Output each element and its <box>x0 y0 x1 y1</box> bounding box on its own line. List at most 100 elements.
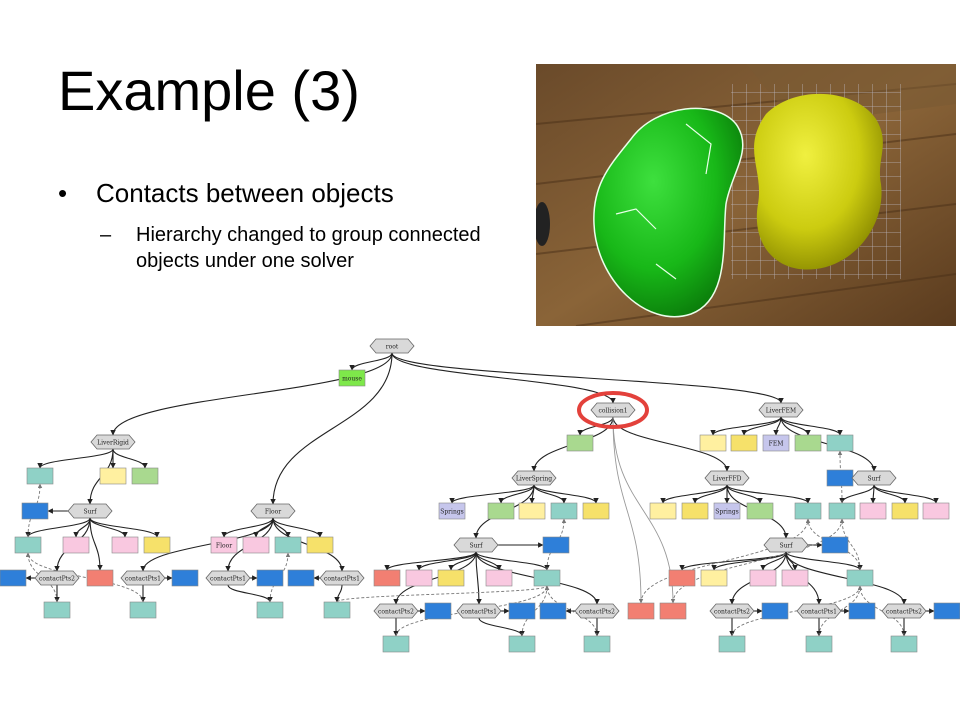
graph-edge <box>227 584 273 603</box>
graph-node-liverrigid: LiverRigid <box>90 434 136 450</box>
graph-node-ls_springs: Springs <box>438 502 466 520</box>
graph-node-lf_s_p2 <box>922 502 950 520</box>
graph-edge <box>110 352 393 436</box>
graph-node-floor: Floor <box>250 503 296 519</box>
graph-node-ff_t4 <box>805 635 833 653</box>
graph-node-label: mouse <box>342 376 362 383</box>
graph-node-ff_c1: contactPts1 <box>796 603 842 619</box>
graph-node-lr_b2 <box>0 569 27 587</box>
graph-node-ff_t <box>794 502 822 520</box>
graph-edge <box>384 551 477 571</box>
graph-node-ff_p2 <box>781 569 809 587</box>
graph-node-label: contactPts1 <box>801 609 837 616</box>
graph-node-liverfem: LiverFEM <box>758 402 804 418</box>
graph-node-lf_s_p <box>859 502 887 520</box>
graph-node-fl_y <box>306 536 334 554</box>
graph-node-label: LiverFEM <box>766 408 796 415</box>
graph-edge <box>25 552 58 603</box>
graph-node-lr_s_y <box>143 536 171 554</box>
graph-node-fl_b3 <box>287 569 315 587</box>
graph-edge <box>672 518 845 604</box>
graph-node-lf_y <box>699 434 727 452</box>
graph-node-label: contactPts2 <box>579 609 615 616</box>
graph-edge <box>37 448 114 469</box>
graph-edge <box>89 517 160 538</box>
graph-node-fl_c1b: contactPts1 <box>205 570 251 586</box>
subbullet-marker: – <box>100 224 112 246</box>
graph-node-fl_lab: Floor <box>210 536 238 554</box>
graph-node-label: contactPts2 <box>39 576 75 583</box>
graph-edge <box>839 518 861 571</box>
graph-edge <box>731 585 863 637</box>
graph-node-lf_s_y <box>891 502 919 520</box>
graph-node-label: LiverSpring <box>516 476 552 483</box>
graph-node-ff_t3 <box>718 635 746 653</box>
graph-node-ls_t4 <box>508 635 536 653</box>
graph-node-lf_fem: FEM <box>762 434 790 452</box>
bullet-list: • Contacts between objects – Hierarchy c… <box>58 178 498 274</box>
graph-node-label: Surf <box>469 543 483 550</box>
graph-node-lr_t <box>26 467 54 485</box>
graph-edge <box>393 551 477 605</box>
graph-node-lr_s_p2 <box>111 536 139 554</box>
graph-node-lf_b <box>826 469 854 487</box>
graph-edge <box>710 416 782 436</box>
graph-edges <box>25 352 939 637</box>
graph-node-label: FEM <box>769 441 784 448</box>
graph-node-fl_b1 <box>171 569 199 587</box>
graph-node-ff_t5 <box>890 635 918 653</box>
graph-node-ff_t2 <box>846 569 874 587</box>
graph-node-ls_b4 <box>539 602 567 620</box>
graph-node-col_r2 <box>659 602 687 620</box>
graph-node-ff_b <box>821 536 849 554</box>
graph-node-lf_g <box>794 434 822 452</box>
graph-node-label: contactPts2 <box>714 609 750 616</box>
graph-node-ls_c1: contactPts1 <box>456 603 502 619</box>
graph-node-col_g <box>566 434 594 452</box>
graph-node-lr_r <box>86 569 114 587</box>
graph-node-fl_t1 <box>129 601 157 619</box>
graph-edge <box>640 518 811 604</box>
graph-edge <box>89 517 103 571</box>
graph-edge <box>544 585 598 637</box>
graph-edge <box>112 448 148 469</box>
graph-node-ff_b3 <box>848 602 876 620</box>
graph-node-ls_t3 <box>382 635 410 653</box>
graph-edge <box>272 517 323 538</box>
graph-node-ff_springs: Springs <box>713 502 741 520</box>
graph-node-label: contactPts1 <box>461 609 497 616</box>
graph-edge <box>839 484 875 504</box>
graph-node-label: Surf <box>83 509 97 516</box>
graph-node-ff_yy <box>681 502 709 520</box>
graph-node-label: Floor <box>216 543 232 550</box>
graph-node-mouse: mouse <box>338 369 366 387</box>
bullet-item: • Contacts between objects <box>58 178 498 208</box>
graph-node-ls_b2 <box>424 602 452 620</box>
slide-title: Example (3) <box>58 59 360 122</box>
graph-edge <box>873 484 939 504</box>
graph-edge <box>475 551 550 571</box>
subbullet-text: Hierarchy changed to group connected obj… <box>136 224 481 272</box>
graph-node-lf_s_t <box>828 502 856 520</box>
graph-node-lf_t <box>826 434 854 452</box>
scene-graph: rootmouseLiverRigidSurfcontactPts2FloorF… <box>0 338 960 653</box>
graph-node-label: contactPts1 <box>324 576 360 583</box>
graph-node-ls_b3 <box>508 602 536 620</box>
graph-node-lr_s_p1 <box>62 536 90 554</box>
graph-edge <box>612 416 644 604</box>
graph-node-ff_b4 <box>933 602 960 620</box>
graph-node-label: LiverRigid <box>97 440 129 447</box>
graph-node-ls_b <box>542 536 570 554</box>
graph-edge <box>805 518 861 571</box>
graph-node-collision1: collision1 <box>590 402 636 418</box>
graph-node-ff_c2: contactPts2 <box>709 603 755 619</box>
graph-node-ls_t <box>550 502 578 520</box>
graph-edge <box>221 517 274 538</box>
graph-edge <box>521 585 550 637</box>
subbullet-item: – Hierarchy changed to group connected o… <box>100 222 498 274</box>
graph-node-ls_y2 <box>437 569 465 587</box>
graph-node-lr_y <box>99 467 127 485</box>
graph-node-fl_t <box>274 536 302 554</box>
graph-node-ff_b2 <box>761 602 789 620</box>
graph-node-ff_g <box>746 502 774 520</box>
